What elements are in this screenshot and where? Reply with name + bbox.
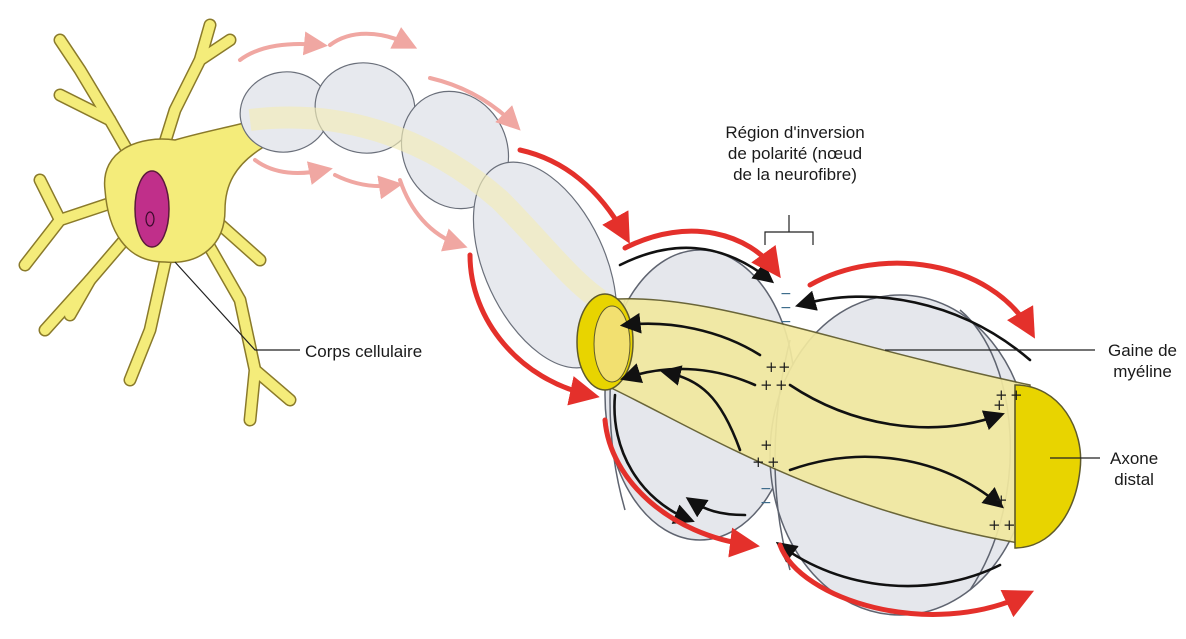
cell-body	[25, 25, 290, 420]
svg-text:+: +	[767, 453, 780, 471]
distal-axon-line-1: Axone	[1110, 448, 1158, 469]
distal-axon-label: Axone distal	[1110, 448, 1158, 490]
svg-text:+: +	[775, 376, 788, 394]
myelin-label: Gaine de myéline	[1108, 340, 1177, 382]
node-region-line-1: Région d'inversion	[720, 122, 870, 143]
myelin-line-2: myéline	[1108, 361, 1177, 382]
distal-axon-end	[1015, 385, 1081, 548]
svg-text:−: −	[760, 495, 772, 511]
svg-text:−: −	[780, 314, 792, 330]
distal-axon-line-2: distal	[1110, 469, 1158, 490]
svg-text:+: +	[765, 358, 778, 376]
svg-text:+: +	[752, 453, 765, 471]
svg-text:+: +	[995, 491, 1008, 509]
cell-body-label: Corps cellulaire	[305, 341, 422, 362]
node-region-label: Région d'inversion de polarité (nœud de …	[720, 122, 870, 185]
svg-text:+: +	[1010, 386, 1023, 404]
svg-text:+: +	[760, 376, 773, 394]
svg-text:+: +	[760, 436, 773, 454]
svg-text:+: +	[988, 516, 1001, 534]
node-region-line-3: de la neurofibre)	[720, 164, 870, 185]
svg-text:+: +	[778, 358, 791, 376]
myelin-line-1: Gaine de	[1108, 340, 1177, 361]
nucleus	[135, 171, 169, 247]
node-region-line-2: de polarité (nœud	[720, 143, 870, 164]
svg-text:+: +	[993, 396, 1006, 414]
svg-text:+: +	[1003, 516, 1016, 534]
